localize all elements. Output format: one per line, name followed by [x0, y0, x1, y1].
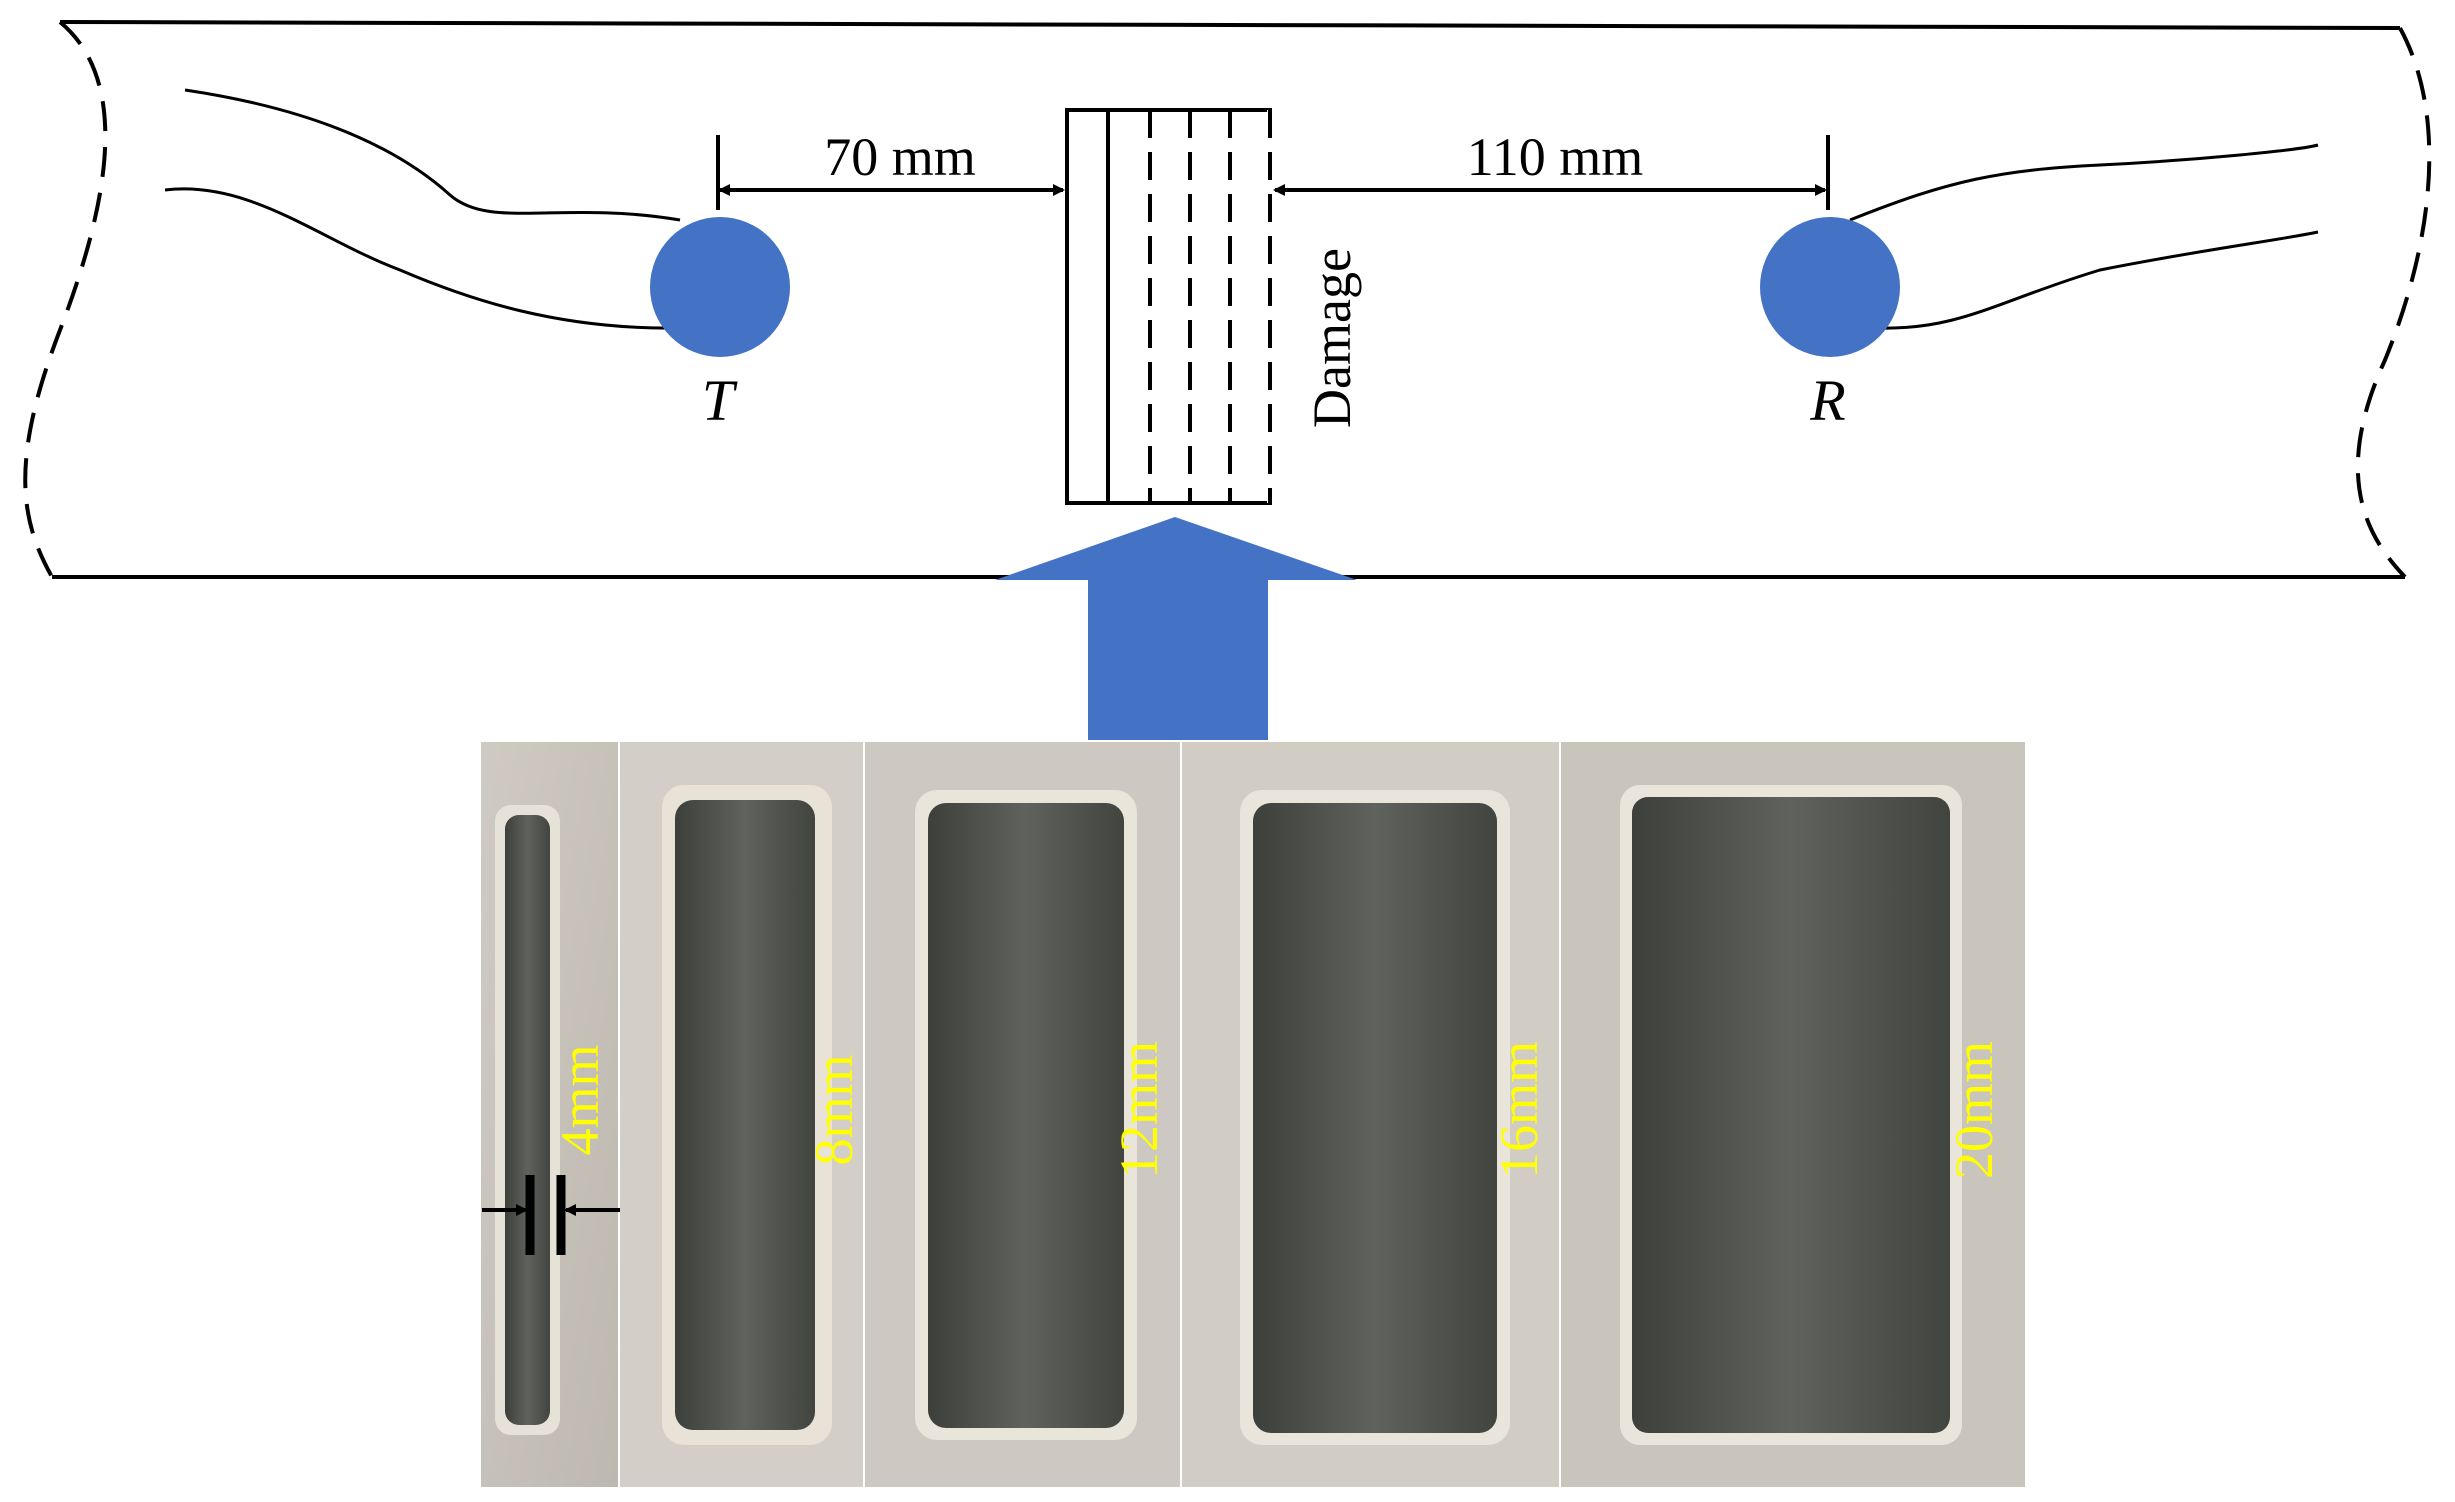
groove-12mm — [928, 803, 1124, 1428]
groove-8mm — [675, 800, 815, 1430]
width-label-16mm: 16mm — [1489, 1041, 1549, 1179]
transmitter-label: T — [702, 368, 738, 433]
damage-block — [1065, 108, 1273, 505]
distance-left-label: 70 mm — [824, 127, 976, 187]
receiver-sensor-icon — [1760, 217, 1900, 357]
damage-outline — [1065, 108, 1272, 505]
receiver-cable-upper — [1849, 143, 2319, 222]
damage-label: Damage — [1302, 248, 1362, 428]
sensor-cables — [164, 88, 2319, 330]
width-label-4mm: 4mm — [550, 1044, 610, 1155]
up-arrow-icon — [995, 517, 1357, 740]
distance-markers — [716, 135, 1830, 210]
transmitter-cable-upper — [184, 88, 681, 222]
groove-4mm — [505, 815, 550, 1425]
width-label-12mm: 12mm — [1109, 1041, 1169, 1179]
width-label-8mm: 8mm — [804, 1054, 864, 1165]
receiver-cable-lower — [1879, 230, 2319, 330]
damage-photo-strip — [481, 742, 2025, 1487]
groove-20mm — [1632, 797, 1950, 1433]
distance-right-label: 110 mm — [1467, 127, 1644, 187]
plate-left-break — [23, 20, 108, 578]
width-indicator — [482, 1175, 620, 1255]
plate-right-break — [2355, 27, 2432, 579]
groove-16mm — [1253, 803, 1497, 1433]
plate-top-edge — [59, 20, 2401, 30]
receiver-label: R — [1809, 368, 1845, 433]
transmitter-sensor-icon — [650, 217, 790, 357]
width-label-20mm: 20mm — [1944, 1041, 2004, 1179]
transmitter-cable-lower — [164, 187, 681, 330]
